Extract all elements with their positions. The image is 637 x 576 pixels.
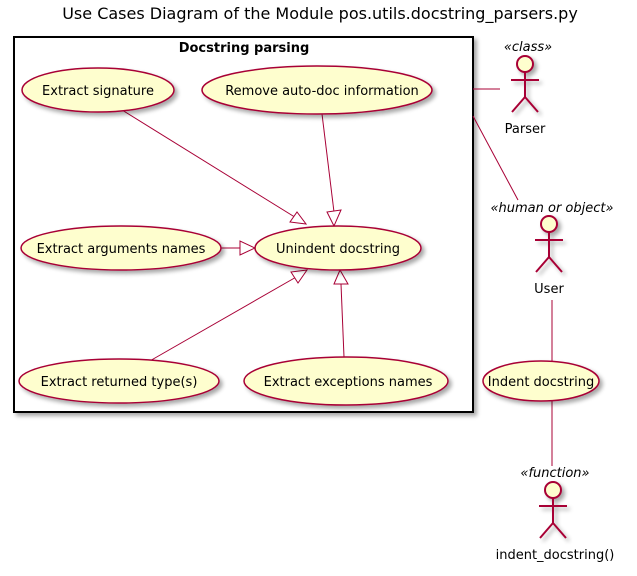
actor-stereotype: «function» xyxy=(520,466,589,481)
actor-stereotype: «class» xyxy=(504,40,552,55)
actor-name: User xyxy=(534,282,564,297)
usecase-label: Indent docstring xyxy=(488,375,594,390)
usecase-label: Unindent docstring xyxy=(276,242,400,257)
rel-autodoc-unindent xyxy=(321,113,335,213)
usecase-remove-autodoc: Remove auto-doc information xyxy=(201,65,433,115)
stick-figure-icon xyxy=(511,55,539,113)
package-label: Docstring parsing xyxy=(179,41,310,56)
generalization-arrow xyxy=(326,209,342,228)
usecase-label: Remove auto-doc information xyxy=(225,84,419,99)
stick-figure-icon xyxy=(535,215,563,273)
usecase-extract-returned: Extract returned type(s) xyxy=(18,358,220,404)
rel-returned-unindent xyxy=(147,275,299,363)
usecase-extract-exceptions: Extract exceptions names xyxy=(243,356,449,406)
actor-parser: «class» Parser xyxy=(504,40,552,137)
actor-user: «human or object» User xyxy=(490,201,613,297)
rel-package-user xyxy=(472,115,519,201)
usecase-indent-docstring: Indent docstring xyxy=(482,360,600,402)
generalization-arrow xyxy=(333,268,349,285)
actor-name: indent_docstring() xyxy=(496,548,615,563)
rel-exceptions-unindent xyxy=(340,283,345,358)
rel-signature-unindent xyxy=(121,109,307,225)
actor-name: Parser xyxy=(505,122,546,137)
usecase-unindent-docstring: Unindent docstring xyxy=(254,225,422,271)
generalization-arrow xyxy=(239,240,257,256)
usecase-label: Extract arguments names xyxy=(37,242,206,257)
usecase-extract-arguments: Extract arguments names xyxy=(20,225,222,271)
actor-stereotype: «human or object» xyxy=(490,201,613,216)
relationships xyxy=(121,88,553,466)
usecase-extract-signature: Extract signature xyxy=(21,67,175,113)
diagram-title: Use Cases Diagram of the Module pos.util… xyxy=(62,4,578,24)
usecase-label: Extract signature xyxy=(42,84,154,99)
usecase-label: Extract returned type(s) xyxy=(41,375,198,390)
usecase-label: Extract exceptions names xyxy=(264,375,433,390)
actor-indent-function: «function» indent_docstring() xyxy=(496,466,615,563)
stick-figure-icon xyxy=(539,481,567,539)
generalization-arrow xyxy=(290,269,309,284)
generalization-arrow xyxy=(289,211,308,225)
